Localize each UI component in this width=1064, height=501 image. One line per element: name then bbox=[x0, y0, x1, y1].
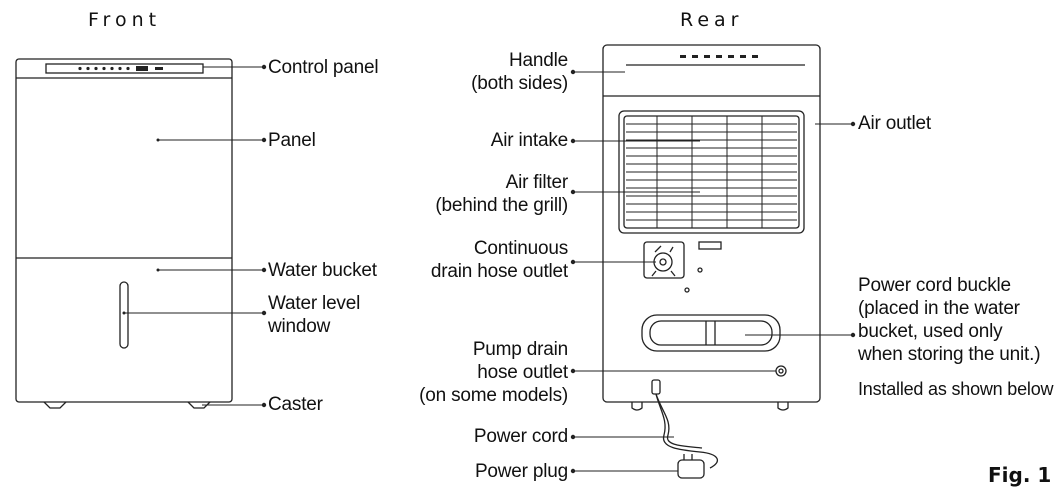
rear-grill bbox=[618, 110, 805, 234]
label-air-filter-line: (behind the grill) bbox=[435, 195, 568, 216]
rear-caster-left bbox=[631, 402, 643, 411]
label-water-level-window-line: Water level bbox=[268, 293, 361, 314]
front-unit bbox=[15, 58, 233, 409]
label-handle-line: Handle bbox=[508, 50, 568, 71]
label-handle: Handle (both sides) bbox=[471, 49, 568, 95]
label-pump-outlet-line: (on some models) bbox=[419, 385, 568, 406]
rear-drain-plate bbox=[643, 241, 685, 279]
figure-label: Fig. 1 bbox=[988, 463, 1052, 487]
label-cord-buckle-line: (placed in the water bbox=[858, 298, 1020, 319]
label-water-level-window: Water level window bbox=[268, 292, 360, 338]
rear-power-cord bbox=[655, 393, 719, 469]
label-cord-buckle: Power cord buckle (placed in the water b… bbox=[858, 274, 1041, 366]
label-water-level-window-line: window bbox=[268, 316, 331, 337]
rear-cord-buckle bbox=[641, 314, 781, 352]
label-control-panel: Control panel bbox=[268, 57, 379, 78]
label-cord-buckle-line: when storing the unit.) bbox=[858, 344, 1041, 365]
label-power-plug: Power plug bbox=[474, 461, 568, 482]
label-pump-outlet-line: Pump drain bbox=[472, 339, 568, 360]
rear-drain-outlet bbox=[653, 252, 673, 272]
label-handle-line: (both sides) bbox=[471, 73, 568, 94]
rear-unit bbox=[602, 44, 821, 479]
label-cord-buckle-line: bucket, used only bbox=[858, 321, 1003, 342]
rear-grill-bars bbox=[626, 116, 797, 228]
label-pump-outlet-line: hose outlet bbox=[477, 362, 568, 383]
label-drain-outlet-line: Continuous bbox=[473, 238, 568, 259]
label-air-outlet: Air outlet bbox=[858, 113, 931, 134]
label-air-intake: Air intake bbox=[490, 130, 568, 151]
front-body bbox=[15, 58, 233, 403]
label-air-filter-line: Air filter bbox=[505, 172, 569, 193]
label-pump-outlet: Pump drain hose outlet (on some models) bbox=[419, 338, 568, 407]
label-water-bucket: Water bucket bbox=[268, 260, 377, 281]
rear-pump-outlet bbox=[775, 365, 787, 377]
rear-power-plug bbox=[677, 459, 705, 479]
rear-caster-right bbox=[777, 402, 789, 411]
front-control-strip bbox=[45, 63, 204, 74]
front-caster-left bbox=[43, 401, 67, 409]
leader-dots bbox=[122, 64, 856, 474]
label-power-cord: Power cord bbox=[473, 426, 568, 447]
label-drain-outlet: Continuous drain hose outlet bbox=[431, 237, 568, 283]
leader-lines bbox=[124, 66, 851, 472]
rear-view-title: Rear bbox=[680, 9, 744, 31]
label-caster: Caster bbox=[268, 394, 323, 415]
label-air-filter: Air filter (behind the grill) bbox=[435, 171, 568, 217]
front-water-window bbox=[119, 281, 129, 349]
label-cord-buckle-line: Power cord buckle bbox=[858, 275, 1011, 296]
label-installed-note: Installed as shown below bbox=[858, 379, 1054, 399]
label-drain-outlet-line: drain hose outlet bbox=[430, 261, 568, 282]
rear-body bbox=[602, 44, 821, 403]
label-panel: Panel bbox=[268, 130, 316, 151]
front-view-title: Front bbox=[88, 9, 162, 31]
